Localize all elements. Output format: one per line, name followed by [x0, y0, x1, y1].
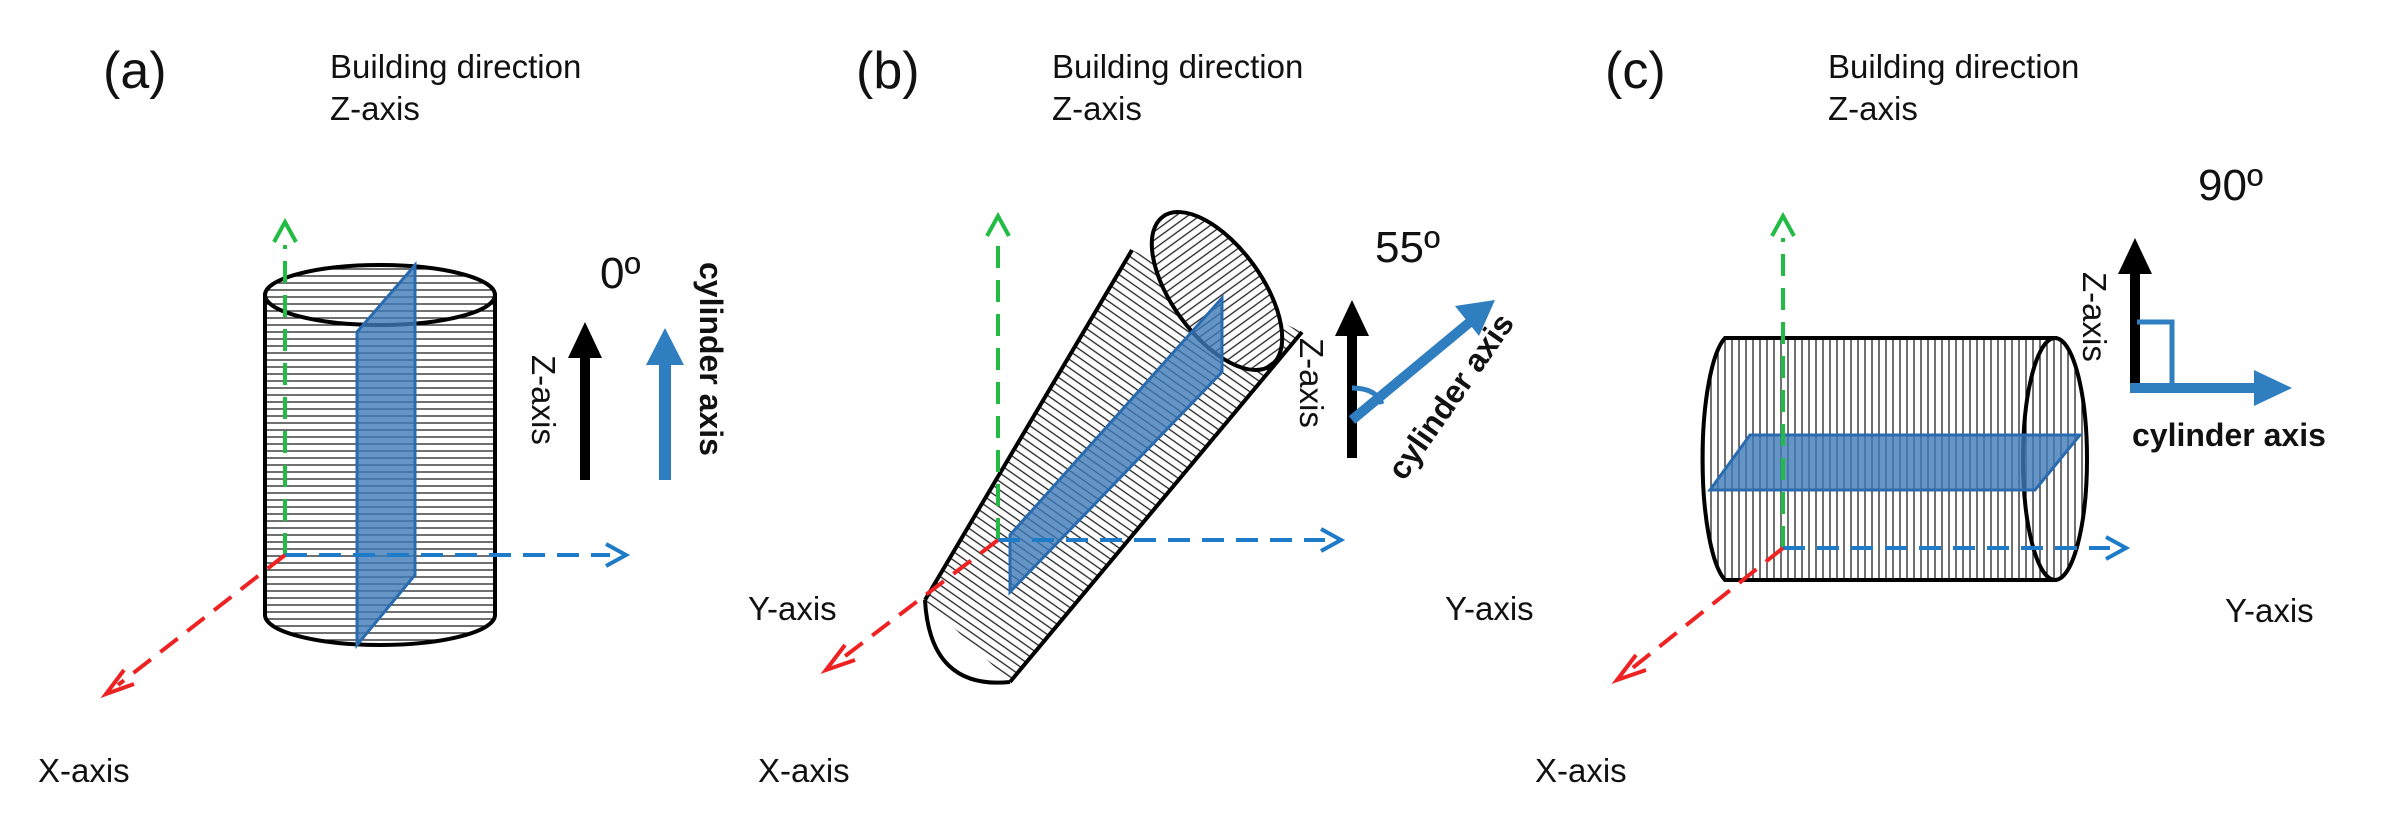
panel-a-angle: 0º [600, 249, 641, 298]
panel-a-label: (a) [103, 42, 167, 100]
panel-b-cylinder-arrow [1348, 318, 1474, 424]
panel-a-x-axis-line [116, 553, 287, 687]
arrow-icon [646, 328, 684, 365]
panel-a-build-axis: Z-axis [330, 90, 420, 127]
panel-c-right-angle [2137, 319, 2175, 388]
panel-b-label: (b) [856, 42, 920, 100]
panel-c: (c) Building direction Z-axis 90º Z-axis… [1535, 42, 2326, 789]
arrow-icon [820, 643, 856, 675]
arrow-icon [985, 211, 1011, 237]
panel-a-build-direction: Building direction [330, 48, 581, 85]
panel-c-cylinder-axis-label: cylinder axis [2132, 417, 2326, 453]
panel-b-cut-plane [1008, 294, 1224, 596]
panel-c-build-direction: Building direction [1828, 48, 2079, 85]
panel-c-x-label: X-axis [1535, 752, 1627, 789]
panel-b-y-label: Y-axis [1445, 590, 1534, 627]
panel-c-label: (c) [1605, 42, 1666, 100]
panel-b-angle-arc [1351, 385, 1385, 406]
panel-a-cylinder-axis-label: cylinder axis [693, 262, 729, 456]
arrow-icon [1770, 211, 1796, 237]
arrow-icon [2118, 238, 2152, 274]
arrow-icon [1455, 300, 1495, 336]
arrow-icon [605, 542, 631, 568]
panel-b-angle: 55º [1375, 223, 1440, 272]
arrow-icon [2254, 370, 2292, 406]
arrow-icon [100, 668, 135, 699]
panel-b-x-label: X-axis [758, 752, 850, 789]
panel-b-build-axis: Z-axis [1052, 90, 1142, 127]
panel-c-cut-plane [1707, 433, 2084, 492]
panel-c-build-axis: Z-axis [1828, 90, 1918, 127]
panel-a-x-label: X-axis [38, 752, 130, 789]
arrow-icon [272, 217, 298, 243]
panel-c-z-axis-label: Z-axis [2076, 272, 2113, 362]
panel-a-cut-plane [355, 260, 417, 650]
arrow-icon [1611, 653, 1647, 685]
panel-a-y-label: Y-axis [748, 590, 837, 627]
panel-b-z-axis-label: Z-axis [1293, 338, 1330, 428]
arrow-icon [2105, 535, 2131, 561]
panel-b: (b) Building direction Z-axis 55º Z-axis… [758, 42, 1534, 789]
panel-a: (a) Building direction Z-axis 0º Z-axis … [38, 42, 837, 789]
arrow-icon [568, 322, 602, 358]
arrow-icon [1320, 527, 1346, 553]
panel-a-z-axis-label: Z-axis [525, 355, 562, 445]
arrow-icon [1335, 300, 1369, 336]
panel-c-angle: 90º [2198, 161, 2263, 210]
panel-b-build-direction: Building direction [1052, 48, 1303, 85]
panel-c-y-label: Y-axis [2225, 592, 2314, 629]
